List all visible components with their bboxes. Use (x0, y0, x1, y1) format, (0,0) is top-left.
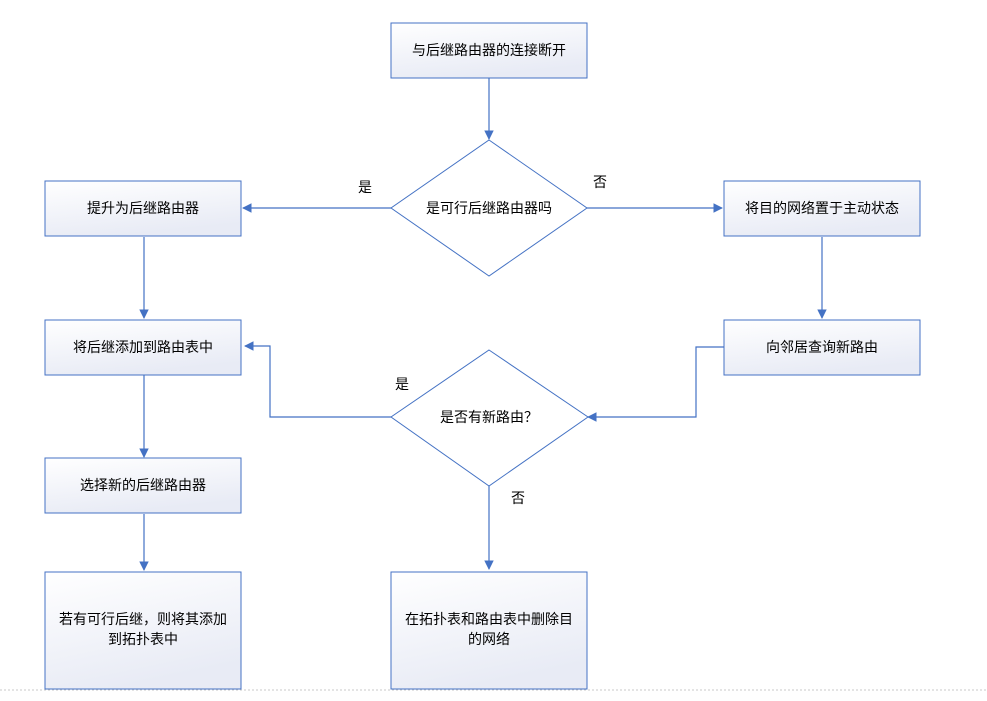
node-label: 与后继路由器的连接断开 (412, 42, 566, 59)
node-label: 将目的网络置于主动状态 (745, 201, 899, 217)
edge-label-feasible-no: 否 (593, 175, 607, 191)
node-label-line1: 若有可行后继，则将其添加 (59, 612, 227, 628)
node-add-feasible: 若有可行后继，则将其添加 到拓扑表中 (44, 571, 242, 690)
process-box (44, 457, 242, 514)
node-select-successor: 选择新的后继路由器 (44, 457, 242, 514)
node-disconnect: 与后继路由器的连接断开 (390, 22, 588, 79)
node-add-successor: 将后继添加到路由表中 (44, 319, 242, 376)
node-decision-feasible: 是可行后继路由器吗 (390, 139, 588, 277)
process-box (44, 571, 242, 690)
node-set-active: 将目的网络置于主动状态 (723, 180, 921, 237)
node-label: 将后继添加到路由表中 (73, 340, 213, 356)
edge-new-route-yes-to-add-successor (244, 341, 391, 418)
node-delete-destination: 在拓扑表和路由表中删除目 的网络 (390, 571, 588, 690)
edge-label-feasible-yes: 是 (358, 180, 372, 196)
process-box (44, 319, 242, 376)
decision-diamond (390, 349, 589, 487)
node-label-line2: 到拓扑表中 (108, 632, 178, 648)
node-query-neighbors: 向邻居查询新路由 (723, 319, 921, 376)
process-box (723, 319, 921, 376)
node-label-line1: 在拓扑表和路由表中删除目 (405, 612, 573, 628)
node-promote: 提升为后继路由器 (44, 180, 242, 237)
node-decision-new-route: 是否有新路由？ (390, 349, 589, 487)
decision-diamond (390, 139, 588, 277)
process-box (390, 22, 588, 79)
edges (139, 78, 827, 571)
node-label: 选择新的后继路由器 (80, 478, 206, 494)
node-label: 是否有新路由？ (440, 410, 538, 426)
node-label: 提升为后继路由器 (87, 201, 199, 217)
process-box (44, 180, 242, 237)
edge-label-new-route-yes: 是 (395, 377, 409, 393)
node-label: 是可行后继路由器吗 (426, 201, 552, 217)
process-box (723, 180, 921, 237)
process-box (390, 571, 588, 690)
node-label-line2: 的网络 (468, 632, 510, 648)
edge-query-to-new-route (587, 346, 724, 422)
edge-label-new-route-no: 否 (511, 491, 525, 507)
node-label: 向邻居查询新路由 (766, 340, 878, 356)
